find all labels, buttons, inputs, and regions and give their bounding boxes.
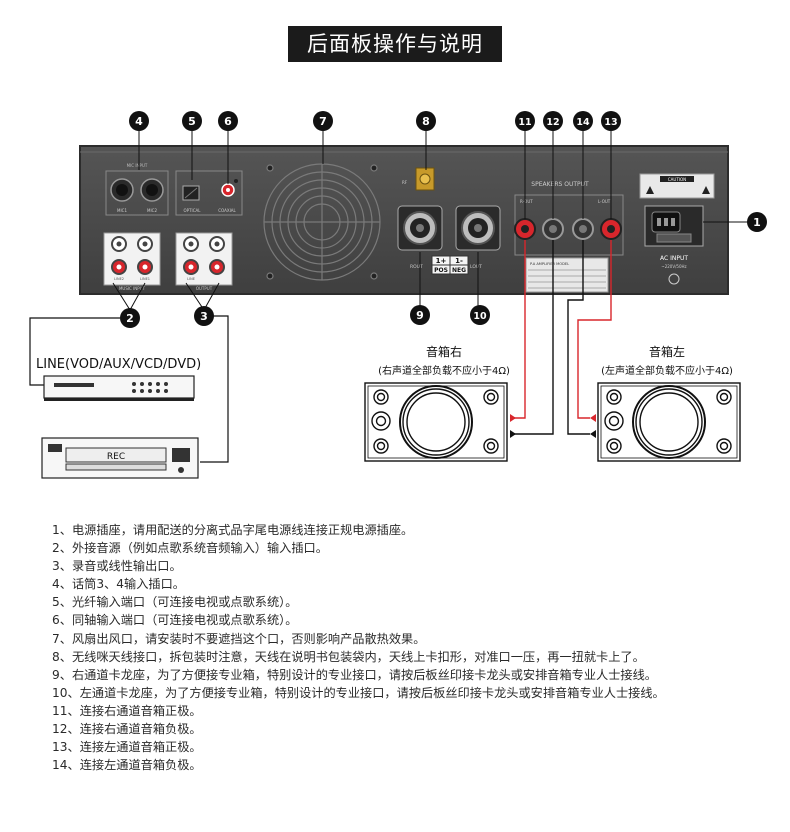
callout-2: 2	[120, 308, 140, 328]
callout-10: 10	[470, 305, 490, 325]
svg-text:12: 12	[546, 117, 559, 128]
recorder-device: REC	[41, 437, 199, 479]
svg-text:7: 7	[319, 115, 327, 128]
line1-label: LINE1	[140, 277, 150, 281]
caution-sticker: CAUTION	[639, 173, 715, 199]
fan-vent	[263, 163, 381, 281]
svg-text:10: 10	[473, 311, 487, 322]
neg-sign: 1-	[455, 257, 463, 265]
ac-input-label: AC INPUT	[660, 255, 688, 262]
note-item-11: 11、连接右通道音箱正极。	[52, 703, 202, 718]
right-negative-terminal[interactable]	[542, 218, 564, 240]
callout-3: 3	[194, 306, 214, 326]
antenna-connector[interactable]: RF	[402, 167, 435, 191]
note-item-1: 1、电源插座，请用配送的分离式品字尾电源线连接正规电源插座。	[52, 523, 414, 537]
music-input-label: MUSIC INPUT	[119, 286, 146, 291]
rf-label: RF	[402, 180, 408, 185]
callout-13: 13	[601, 111, 621, 131]
svg-text:1: 1	[753, 216, 761, 229]
source-wiring	[29, 315, 229, 463]
mic2-label: MIC2	[147, 208, 157, 213]
left-negative-terminal[interactable]	[572, 218, 594, 240]
speakon-left[interactable]	[455, 205, 501, 251]
note-item-14: 14、连接左通道音箱负极。	[52, 758, 202, 773]
speaker-wiring-left	[567, 240, 612, 435]
left-positive-terminal[interactable]	[600, 218, 622, 240]
svg-text:6: 6	[224, 115, 232, 128]
right-speaker-cabinet	[364, 382, 508, 462]
optical-label: OPTICAL	[184, 208, 202, 213]
svg-text:5: 5	[188, 115, 196, 128]
r-out-label: R-OUT	[520, 199, 533, 204]
music-input-group: LINE2 LINE1 MUSIC INPUT	[103, 232, 161, 291]
callout-11: 11	[515, 111, 535, 131]
caution-label: CAUTION	[668, 177, 686, 182]
callout-6: 6	[218, 111, 238, 131]
speakers-output-label: SPEAKERS OUTPUT	[531, 181, 589, 188]
right-speaker-title: 音箱右	[426, 344, 462, 359]
note-item-3: 3、录音或线性输出口。	[52, 559, 182, 574]
note-item-2: 2、外接音源（例如点歌系统音频输入）输入插口。	[52, 541, 328, 556]
note-item-7: 7、风扇出风口，请安装时不要遮挡这个口，否则影响产品散热效果。	[52, 631, 426, 646]
note-item-13: 13、连接左通道音箱正极。	[52, 740, 202, 755]
note-item-5: 5、光纤输入端口（可连接电视或点歌系统）。	[52, 595, 298, 610]
ac-input-socket[interactable]: AC INPUT ~220V/50Hz	[644, 205, 704, 285]
note-item-9: 9、右通道卡龙座，为了方便接专业箱，特别设计的专业接口，请按后板丝印接卡龙头或安…	[52, 667, 657, 682]
callout-5: 5	[182, 111, 202, 131]
rear-panel-diagram: MIC INPUT MIC1 MIC2 OPTICAL COAXIAL LINE…	[29, 111, 767, 479]
instruction-list: 1、电源插座，请用配送的分离式品字尾电源线连接正规电源插座。 2、外接音源（例如…	[52, 521, 782, 774]
mic-input-group: MIC INPUT MIC1 MIC2	[105, 163, 169, 216]
callout-14: 14	[573, 111, 593, 131]
svg-text:4: 4	[135, 115, 143, 128]
note-item-12: 12、连接右通道音箱负极。	[52, 722, 202, 737]
svg-text:14: 14	[576, 117, 590, 128]
callout-12: 12	[543, 111, 563, 131]
digital-input-group: OPTICAL COAXIAL	[175, 170, 243, 216]
model-label: P.A AMPLIFIER MODEL	[530, 262, 569, 266]
right-positive-terminal[interactable]	[514, 218, 536, 240]
model-sticker: P.A AMPLIFIER MODEL	[525, 257, 609, 293]
svg-text:13: 13	[604, 117, 617, 128]
line-label: LINE	[187, 277, 195, 281]
svg-text:8: 8	[422, 115, 430, 128]
svg-text:2: 2	[126, 312, 134, 325]
neg-label: NEG	[452, 267, 466, 274]
voltage-label: ~220V/50Hz	[661, 264, 686, 269]
output-label: OUTPUT	[196, 286, 213, 291]
pos-sign: 1+	[436, 257, 447, 265]
left-speaker-note: (左声道全部负载不应小于4Ω)	[601, 364, 733, 377]
callout-1: 1	[747, 212, 767, 232]
pos-neg-legend: 1+ 1- POS NEG	[431, 255, 469, 275]
svg-text:3: 3	[200, 310, 208, 323]
left-speaker-cabinet	[597, 382, 741, 462]
note-item-8: 8、无线咪天线接口，拆包装时注意，天线在说明书包装袋内，天线上卡扣形，对准口一压…	[52, 649, 645, 664]
rout-label: ROUT	[410, 264, 423, 270]
page-title: 后面板操作与说明	[288, 26, 502, 62]
callout-7: 7	[313, 111, 333, 131]
recorder-label: REC	[107, 452, 125, 462]
note-item-10: 10、左通道卡龙座，为了方便接专业箱，特别设计的专业接口，请按后板丝印接卡龙头或…	[52, 685, 665, 700]
line-source-label: LINE(VOD/AUX/VCD/DVD)	[36, 357, 201, 372]
callout-9: 9	[410, 305, 430, 325]
pos-label: POS	[434, 267, 448, 274]
line-source-device	[43, 375, 195, 401]
mic1-label: MIC1	[117, 208, 127, 213]
mic-input-label: MIC INPUT	[127, 163, 148, 168]
note-item-6: 6、同轴输入端口（可连接电视或点歌系统）。	[52, 613, 298, 628]
callout-8: 8	[416, 111, 436, 131]
left-speaker-title: 音箱左	[649, 344, 685, 359]
note-item-4: 4、话筒3、4输入插口。	[52, 577, 185, 592]
coaxial-label: COAXIAL	[218, 208, 236, 213]
svg-text:9: 9	[416, 309, 424, 322]
line-output-group: LINE OUTPUT	[175, 232, 233, 291]
svg-text:11: 11	[518, 117, 531, 128]
lout-label: LOUT	[470, 264, 482, 270]
right-speaker-note: (右声道全部负载不应小于4Ω)	[378, 364, 510, 377]
speakon-right[interactable]	[397, 205, 443, 251]
l-out-label: L-OUT	[598, 199, 611, 204]
line2-label: LINE2	[114, 277, 124, 281]
callout-4: 4	[129, 111, 149, 131]
